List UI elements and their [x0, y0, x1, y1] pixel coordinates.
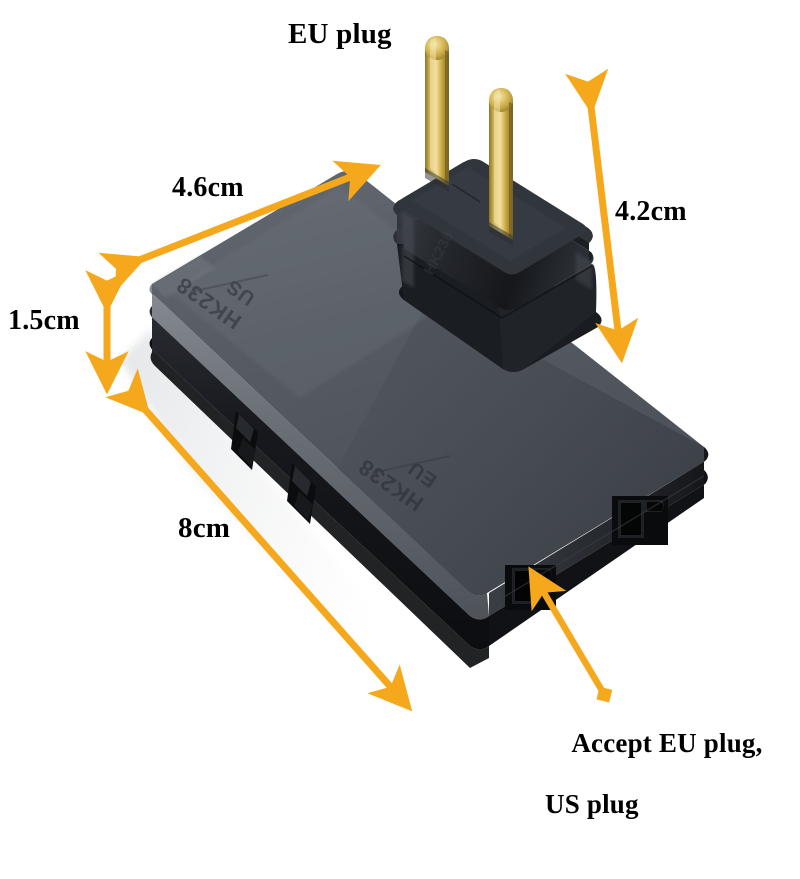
dimension-arrow-overlay	[85, 68, 639, 712]
label-accept-line2: US plug	[545, 788, 639, 819]
product-photo-with-dimensions: HK238 US HK238 EU	[8, 18, 762, 819]
callout-arrow-socket	[528, 566, 607, 696]
plug-pins	[425, 36, 513, 246]
label-accept-line1: Accept EU plug,	[571, 728, 763, 759]
dimension-arrow-height	[565, 68, 639, 364]
label-dimension-thickness: 1.5cm	[8, 305, 80, 336]
callout-arrow-tail	[596, 686, 613, 703]
label-dimension-length: 8cm	[178, 512, 231, 544]
label-eu-plug: EU plug	[288, 18, 392, 50]
label-dimension-height: 4.2cm	[615, 196, 687, 227]
label-dimension-width: 4.6cm	[172, 172, 244, 203]
dimension-arrow-width	[98, 160, 381, 294]
dimension-arrow-length	[105, 368, 413, 712]
label-accept-plugs: Accept EU plug, US plug	[545, 698, 763, 879]
